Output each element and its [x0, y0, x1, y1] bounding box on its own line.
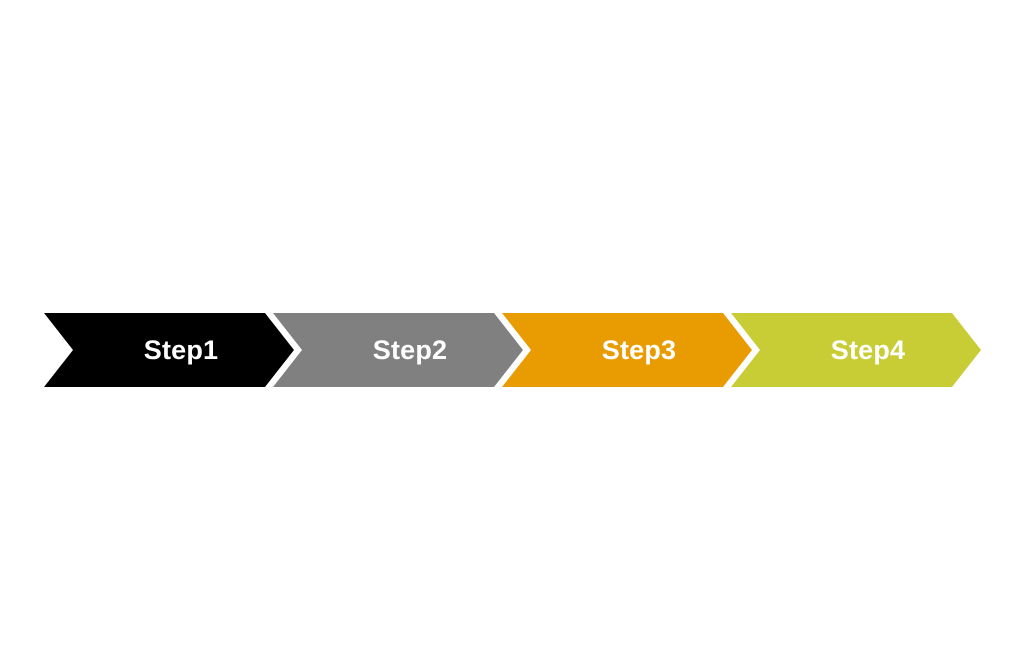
process-chevron-row: Step1 Step2 Step3 Step4: [44, 313, 1000, 387]
chevron-step-2[interactable]: Step2: [273, 313, 523, 387]
chevron-step-1[interactable]: Step1: [44, 313, 294, 387]
chevron-step-3[interactable]: Step3: [502, 313, 752, 387]
chevron-step-4[interactable]: Step4: [731, 313, 981, 387]
chevron-step-2-label: Step2: [372, 334, 448, 365]
chevron-step-1-label: Step1: [143, 334, 219, 365]
chevron-step-3-label: Step3: [601, 334, 677, 365]
chevron-step-4-label: Step4: [830, 334, 906, 365]
